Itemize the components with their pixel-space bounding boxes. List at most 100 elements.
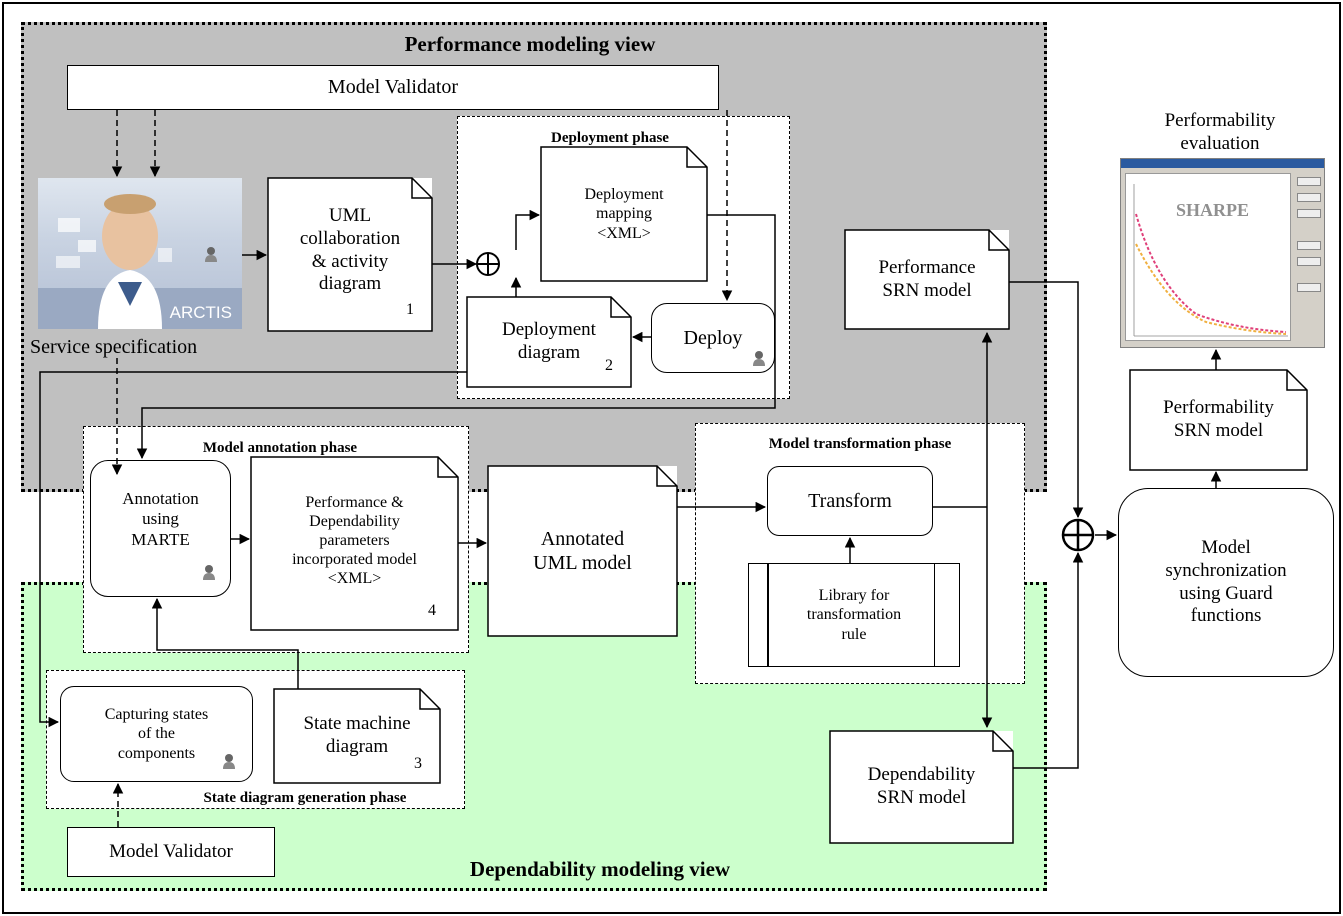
model-synchronization-box: Model synchronization using Guard functi… [1118,488,1334,677]
library-line3: rule [841,625,867,643]
library-line2: transformation [806,606,902,624]
dependability-srn-note: Dependability SRN model [830,731,1013,843]
arrow [39,371,467,728]
user-icon [223,754,235,769]
arctis-label: ARCTIS [169,303,232,322]
note-outline [844,229,1010,330]
performance-srn-line1: Performance [878,256,976,278]
sharpe-button [1297,209,1321,218]
model-sync-line2: synchronization [1165,559,1287,581]
arrow [1013,551,1084,769]
model-annotation-phase-title: Model annotation phase [202,439,358,456]
dependability-srn-line2: SRN model [876,787,967,808]
uml-collaboration-note: UML collaboration & activity diagram 1 [268,178,432,331]
sharpe-button [1297,177,1321,186]
user-icon [203,565,215,580]
deployment-diagram-note: Deployment diagram 2 [467,297,631,387]
note-outline [1129,369,1308,471]
state-diagram-generation-phase-title: State diagram generation phase [203,789,407,806]
circle-plus-icon [1061,518,1095,552]
arrow [515,209,541,250]
capturing-line3: components [117,744,196,762]
sharpe-label: SHARPE [1176,200,1250,220]
uml-collab-line4: diagram [318,273,382,295]
deploy-label: Deploy [683,326,743,349]
library-left-bar [767,564,769,666]
service-specification-label: Service specification [30,336,198,358]
transform-box: Transform [767,466,933,536]
uml-collab-line3: & activity [311,250,389,272]
annotated-uml-line1: Annotated [540,528,625,550]
library-line1: Library for [818,587,890,605]
performability-srn-note: Performability SRN model [1130,370,1307,470]
arrow [151,597,299,689]
performance-srn-line2: SRN model [882,279,972,301]
state-machine-note: State machine diagram 3 [274,689,440,783]
deployment-mapping-note: Deployment mapping <XML> [541,147,707,281]
deployment-mapping-line3: <XML> [597,224,651,242]
deployment-diagram-line1: Deployment [502,319,596,341]
sharpe-button [1297,193,1321,202]
sharpe-button [1297,283,1321,292]
capturing-states-box: Capturing states of the components [60,686,253,782]
annotation-line1: Annotation [122,488,199,508]
user-icon [205,247,217,262]
parameters-model-note: Performance & Dependability parameters i… [251,457,458,630]
capturing-line2: of the [138,725,175,743]
performability-eval-line1: Performability [1164,110,1276,132]
state-machine-line1: State machine [303,713,411,735]
performability-eval-line2: evaluation [1180,133,1260,154]
model-transformation-phase-title: Model transformation phase [768,435,952,452]
note-outline [540,146,708,282]
model-sync-line4: functions [1190,605,1262,627]
uml-collab-number: 1 [406,301,414,318]
uml-collab-line2: collaboration [299,227,401,249]
annotated-uml-line2: UML model [533,552,632,574]
dependability-view-title: Dependability modeling view [469,856,731,881]
library-right-bar [933,564,935,666]
deployment-phase-title: Deployment phase [551,129,669,146]
capturing-line1: Capturing states [104,706,209,724]
params-line4: incorporated model [292,551,417,569]
model-sync-line3: using Guard [1179,582,1273,604]
performability-evaluation-title: Performability evaluation [1130,110,1310,156]
note-outline [267,177,433,332]
params-number: 4 [428,602,436,619]
annotation-line3: MARTE [131,529,190,549]
model-sync-line1: Model [1201,536,1251,558]
library-box: Library for transformation rule [748,563,960,667]
user-icon [753,351,765,366]
note-outline [829,730,1014,844]
deploy-box: Deploy [651,303,775,373]
note-outline [466,296,632,388]
arrow [136,214,776,460]
uml-collab-line1: UML [328,204,372,226]
deployment-diagram-line2: diagram [517,342,581,363]
annotated-uml-note: Annotated UML model [488,466,677,636]
sharpe-button [1297,241,1321,250]
deployment-diagram-number: 2 [605,357,613,374]
deployment-mapping-line2: mapping [596,205,652,223]
state-machine-number: 3 [414,755,422,772]
performance-view-title: Performance modeling view [404,31,656,56]
sharpe-button [1297,257,1321,266]
circle-plus-icon [476,252,500,276]
model-validator-top: Model Validator [67,65,719,110]
params-line1: Performance & [305,493,404,511]
sharpe-window: SHARPE [1120,158,1325,348]
note-outline [487,465,678,637]
service-specification-image: ARCTIS [38,178,242,329]
annotation-marte-box: Annotation using MARTE [90,460,231,597]
params-line5: <XML> [327,570,382,588]
params-line2: Dependability [309,512,400,530]
sharpe-plot: SHARPE [1125,173,1291,341]
params-line3: parameters [319,531,390,549]
state-machine-line2: diagram [325,736,389,757]
annotation-line2: using [142,509,179,529]
performability-srn-line2: SRN model [1173,420,1264,441]
dependability-srn-line1: Dependability [867,764,976,786]
note-outline [250,456,459,631]
